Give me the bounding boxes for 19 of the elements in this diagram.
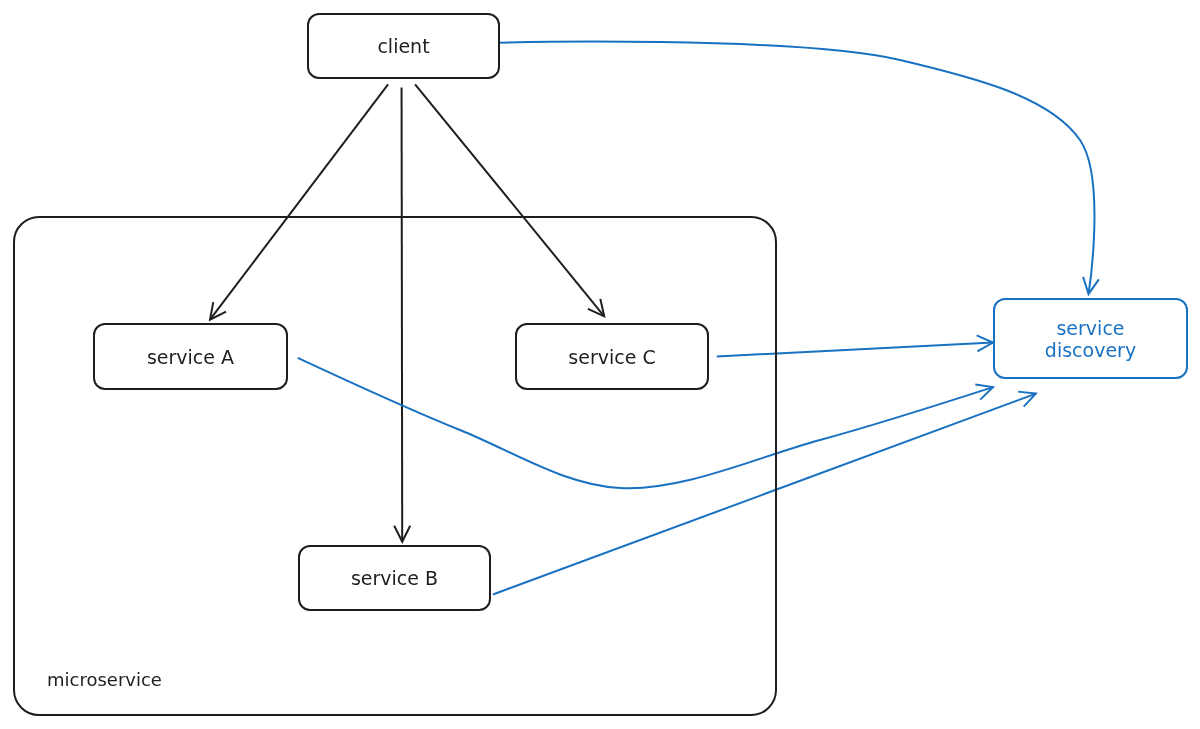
- arrow: [209, 83, 390, 321]
- process-box: [993, 298, 1188, 379]
- arrow: [393, 86, 412, 543]
- process-box: [307, 13, 500, 79]
- process-box: [298, 545, 491, 611]
- arrow: [296, 356, 994, 490]
- node-label: service A: [146, 345, 235, 368]
- arrow: [715, 334, 994, 358]
- node-label: service B: [350, 567, 439, 589]
- group-container: [13, 216, 777, 716]
- group-label: microservice: [47, 669, 162, 690]
- arrow: [499, 40, 1100, 295]
- process-box: [93, 323, 288, 390]
- arrow: [491, 390, 1037, 596]
- process-box: [515, 323, 709, 390]
- arrow: [414, 83, 606, 318]
- node-label: service C: [568, 345, 656, 368]
- node-label: service discovery: [1043, 316, 1138, 361]
- node-label: client: [377, 35, 430, 57]
